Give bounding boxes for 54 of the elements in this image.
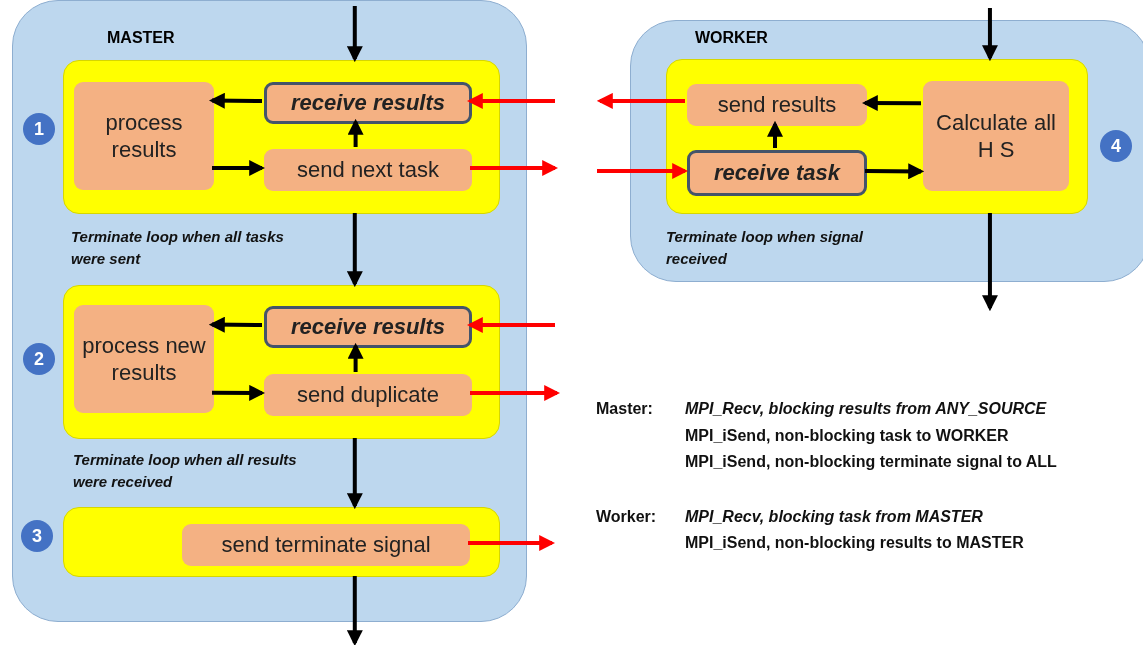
arrow xyxy=(347,118,364,147)
process-box: send duplicate xyxy=(264,374,472,416)
note-text: Terminate loop when signal received xyxy=(666,227,864,269)
note-text: MPI_iSend, non-blocking terminate signal to ALL xyxy=(685,453,1057,471)
arrow xyxy=(212,160,266,176)
arrow xyxy=(468,535,556,551)
arrow xyxy=(466,317,555,333)
note-text: MPI_iSend, non-blocking results to MASTER xyxy=(685,534,1024,552)
arrow xyxy=(596,92,685,109)
arrow xyxy=(861,95,921,112)
process-box: receive task xyxy=(687,150,867,196)
panel-title: WORKER xyxy=(695,29,768,47)
note-text: Master: xyxy=(596,400,653,418)
step-number-badge: 4 xyxy=(1100,130,1132,162)
process-box: send terminate signal xyxy=(182,524,470,566)
process-box: process results xyxy=(74,82,214,190)
arrow xyxy=(346,213,363,288)
process-box: receive results xyxy=(264,82,472,124)
panel xyxy=(630,20,1143,282)
step-number-badge: 3 xyxy=(21,520,53,552)
arrow xyxy=(346,438,363,510)
note-text: Worker: xyxy=(596,508,657,526)
note-text: MPI_iSend, non-blocking task to WORKER xyxy=(685,427,1009,445)
arrow xyxy=(466,93,555,109)
process-box: receive results xyxy=(264,306,472,348)
step-number-badge: 1 xyxy=(23,113,55,145)
arrow xyxy=(346,6,363,63)
note-text: MPI_Recv, blocking results from ANY_SOURCE xyxy=(685,400,1047,418)
arrow xyxy=(347,342,364,372)
arrow xyxy=(346,576,363,645)
panel-title: MASTER xyxy=(107,29,175,47)
loop-panel xyxy=(63,285,500,439)
arrow xyxy=(981,213,998,312)
loop-panel xyxy=(666,59,1088,214)
note-text: MPI_Recv, blocking task from MASTER xyxy=(685,508,983,526)
arrow xyxy=(865,163,925,180)
arrow xyxy=(597,163,689,179)
note-text: Terminate loop when all tasks were sent xyxy=(71,227,285,269)
arrow xyxy=(470,160,559,176)
arrow xyxy=(208,92,263,109)
arrow xyxy=(212,384,266,401)
loop-panel xyxy=(63,60,500,214)
process-box: process new results xyxy=(74,305,214,413)
process-box: send results xyxy=(687,84,867,126)
step-number-badge: 2 xyxy=(23,343,55,375)
process-box: Calculate all H S xyxy=(923,81,1069,191)
arrow xyxy=(208,316,262,333)
arrow xyxy=(767,120,783,148)
note-text: Terminate loop when all results were received xyxy=(73,450,298,492)
loop-panel xyxy=(63,507,500,577)
process-box: send next task xyxy=(264,149,472,191)
arrow xyxy=(981,8,998,62)
arrow xyxy=(470,385,561,401)
panel xyxy=(12,0,527,622)
